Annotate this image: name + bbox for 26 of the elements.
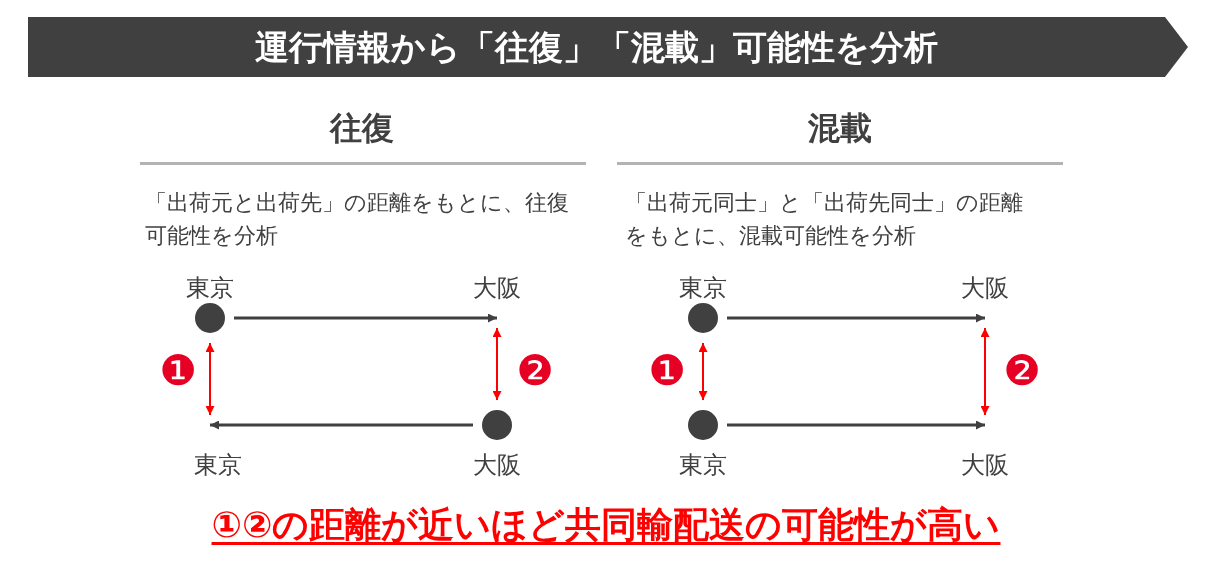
city-label: 東京 — [679, 452, 727, 478]
callout-number: ❷ — [516, 350, 554, 392]
callout-number: ❶ — [648, 350, 686, 392]
arrow — [727, 313, 985, 323]
section-heading: 混載 — [808, 108, 872, 148]
arrow — [727, 420, 985, 430]
arrow — [210, 420, 473, 430]
arrow — [205, 342, 215, 416]
callout-number: ❷ — [1003, 350, 1041, 392]
city-label: 大阪 — [961, 275, 1009, 301]
arrow — [980, 327, 990, 416]
section-heading: 往復 — [330, 108, 394, 148]
description-text: 「出荷元同士」と「出荷先同士」の距離をもとに、混載可能性を分析 — [625, 189, 1024, 250]
city-label: 東京 — [679, 275, 727, 301]
arrow — [234, 313, 497, 323]
arrow — [698, 342, 708, 401]
title: 運行情報から「往復」「混載」可能性を分析 — [255, 27, 938, 67]
arrow — [492, 327, 502, 401]
city-label: 東京 — [194, 452, 242, 478]
city-label: 東京 — [186, 275, 234, 301]
city-label: 大阪 — [961, 452, 1009, 478]
callout-number: ❶ — [159, 350, 197, 392]
description-text: 「出荷元と出荷先」の距離をもとに、往復可能性を分析 — [145, 189, 570, 250]
city-label: 大阪 — [473, 452, 521, 478]
caption: ①②の距離が近いほど共同輸配送の可能性が高い — [211, 503, 1001, 547]
city-label: 大阪 — [473, 275, 521, 301]
